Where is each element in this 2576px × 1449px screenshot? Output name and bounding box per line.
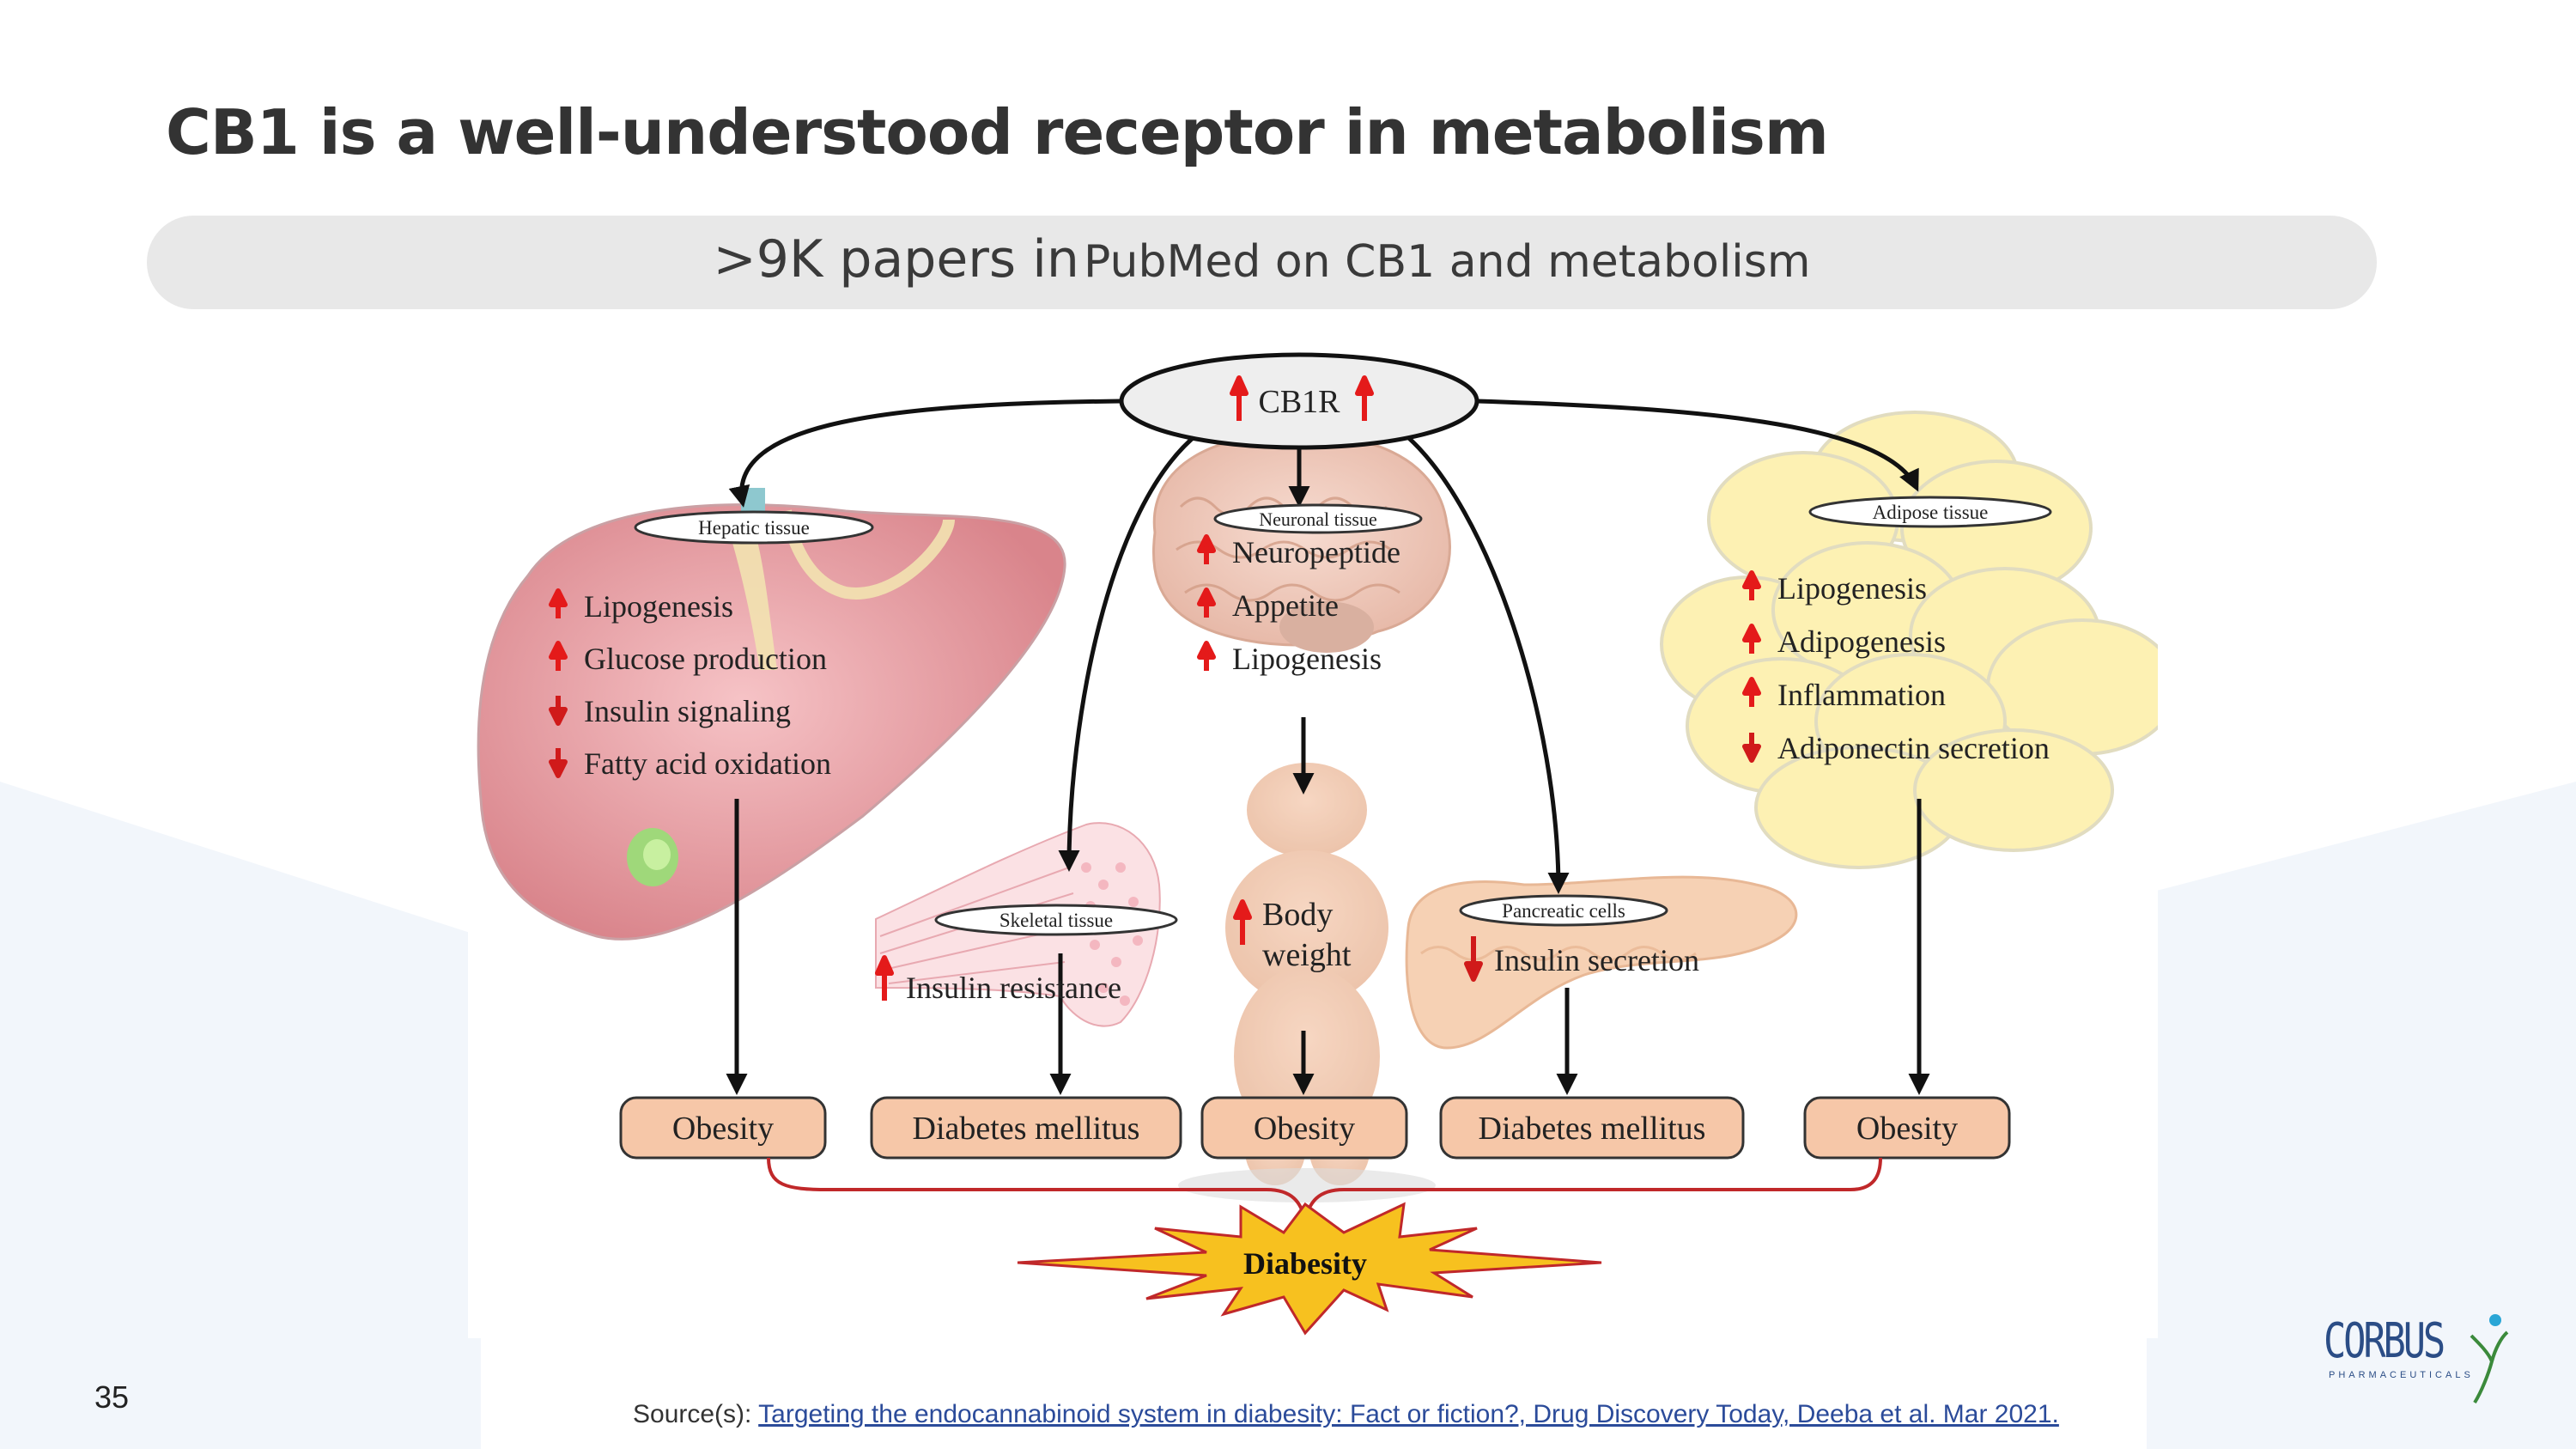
banner-count: >9K papers in (713, 229, 1079, 289)
source-prefix: Source(s): (633, 1400, 752, 1428)
outcome-box: Diabetes mellitus (870, 1096, 1182, 1160)
svg-text:Body: Body (1262, 897, 1333, 933)
svg-text:Neuronal tissue: Neuronal tissue (1259, 508, 1376, 530)
effect-label: Adipogenesis (1777, 624, 1946, 659)
source-citation: Source(s): Targeting the endocannabinoid… (633, 1400, 2059, 1429)
svg-text:Adipose tissue: Adipose tissue (1873, 502, 1989, 523)
up-arrow-icon (1742, 677, 1761, 707)
svg-text:Skeletal tissue: Skeletal tissue (999, 910, 1113, 931)
svg-text:Obesity: Obesity (672, 1111, 774, 1147)
svg-text:Diabetes mellitus: Diabetes mellitus (1479, 1111, 1706, 1147)
effect-label: Lipogenesis (584, 589, 733, 624)
effect-label: Neuropeptide (1232, 535, 1400, 569)
svg-text:Pancreatic cells: Pancreatic cells (1502, 900, 1625, 922)
skeletal-effect: Insulin resistance (875, 955, 1121, 1005)
up-arrow-icon (1230, 375, 1249, 421)
svg-text:Diabetes mellitus: Diabetes mellitus (913, 1111, 1140, 1147)
diabesity-label: Diabesity (1243, 1246, 1367, 1281)
svg-text:Obesity: Obesity (1254, 1111, 1355, 1147)
down-arrow-icon (1742, 733, 1761, 763)
up-arrow-icon (1197, 588, 1216, 618)
effect-label: Lipogenesis (1232, 642, 1382, 676)
down-arrow-icon (549, 696, 568, 726)
stat-banner: >9K papers in PubMed on CB1 and metaboli… (147, 216, 2377, 309)
up-arrow-icon (875, 955, 894, 1001)
cb1r-hub: CB1R (1119, 352, 1479, 450)
corbus-logo: CORBUS PHARMACEUTICALS (2318, 1310, 2516, 1413)
body-weight-effect: Body weight (1233, 897, 1352, 973)
down-arrow-icon (1464, 936, 1483, 982)
outcome-box: Obesity (1200, 1096, 1408, 1160)
banner-text: >9K papers in PubMed on CB1 and metaboli… (147, 229, 2377, 289)
neuronal-tag: Neuronal tissue (1213, 503, 1423, 534)
liver-illustration (477, 488, 1066, 941)
effect-label: Glucose production (584, 642, 827, 676)
page-number: 35 (94, 1379, 130, 1415)
up-arrow-icon (549, 641, 568, 671)
down-arrow-icon (549, 748, 568, 778)
up-arrow-icon (1197, 641, 1216, 671)
adipose-illustration (1660, 411, 2158, 869)
diabesity-burst: Diabesity (1017, 1202, 1602, 1336)
adipose-effects: LipogenesisAdipogenesisInflammationAdipo… (1742, 570, 2050, 765)
outcome-box: Diabetes mellitus (1439, 1096, 1745, 1160)
svg-text:Insulin secretion: Insulin secretion (1494, 943, 1699, 977)
logo-wordmark: CORBUS (2324, 1313, 2445, 1369)
logo-subtitle: PHARMACEUTICALS (2329, 1370, 2474, 1380)
effect-label: Fatty acid oxidation (584, 746, 831, 781)
skeletal-tag: Skeletal tissue (934, 904, 1178, 936)
up-arrow-icon (1233, 899, 1252, 945)
adipose-tag: Adipose tissue (1808, 496, 2052, 528)
hepatic-tag: Hepatic tissue (634, 510, 874, 545)
effect-label: Lipogenesis (1777, 571, 1927, 606)
up-arrow-icon (549, 588, 568, 618)
up-arrow-icon (1197, 534, 1216, 564)
effect-label: Adiponectin secretion (1777, 731, 2050, 765)
outcome-box: Obesity (1803, 1096, 2011, 1160)
cb1r-diagram: CB1R Hepatic tissue Neuronal tissue Adip… (468, 335, 2158, 1338)
connector-arrows (726, 399, 1930, 1095)
up-arrow-icon (1742, 624, 1761, 654)
effect-label: Appetite (1232, 588, 1339, 623)
effect-label: Insulin signaling (584, 694, 791, 728)
effect-label: Inflammation (1777, 678, 1946, 712)
outcome-box: Obesity (619, 1096, 827, 1160)
cb1r-label: CB1R (1258, 384, 1340, 420)
source-link[interactable]: Targeting the endocannabinoid system in … (758, 1400, 2059, 1428)
svg-text:Insulin resistance: Insulin resistance (906, 971, 1121, 1005)
up-arrow-icon (1742, 570, 1761, 600)
banner-topic: PubMed on CB1 and metabolism (1084, 236, 1811, 288)
pancreatic-tag: Pancreatic cells (1459, 894, 1668, 927)
svg-text:weight: weight (1262, 937, 1352, 973)
svg-text:Obesity: Obesity (1856, 1111, 1958, 1147)
slide-title: CB1 is a well-understood receptor in met… (166, 96, 1829, 168)
up-arrow-icon (1355, 375, 1374, 421)
pancreatic-effect: Insulin secretion (1464, 936, 1699, 982)
svg-text:Hepatic tissue: Hepatic tissue (698, 517, 810, 539)
logo-figure-icon (2470, 1314, 2509, 1404)
